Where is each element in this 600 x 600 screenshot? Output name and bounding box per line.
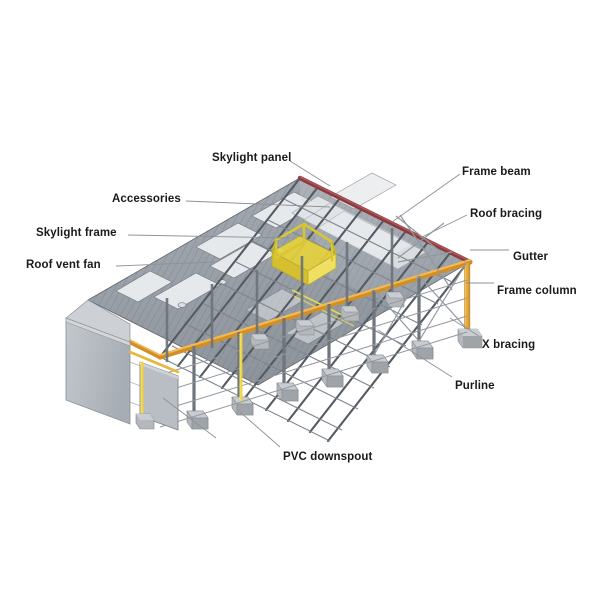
leader-door [162, 397, 217, 439]
skylight-frame-structure [271, 222, 337, 286]
frame-beam-rafter [297, 175, 473, 265]
pvc-downspout [135, 332, 243, 430]
wall-door-panel [139, 361, 179, 431]
leader-x-bracing [449, 317, 480, 337]
gutter-eave-beam-left [127, 339, 163, 360]
left-eave-fascia [65, 299, 131, 343]
label-purline: Purline [455, 380, 495, 392]
leader-purline [377, 329, 453, 378]
back-column-group [165, 228, 405, 362]
leader-frame-beam [391, 173, 461, 223]
label-frame-column: Frame column [497, 285, 577, 297]
wall-girt-group [159, 279, 468, 428]
footing-group [186, 340, 434, 430]
label-pvc-downspout: PVC downspout [283, 451, 373, 463]
label-gutter: Gutter [513, 251, 549, 263]
leader-roof-bracing [419, 214, 468, 239]
leader-accessories [185, 200, 331, 208]
x-bracing-group [373, 214, 468, 356]
callout-leader-group [115, 160, 509, 448]
label-roof-bracing: Roof bracing [470, 208, 543, 220]
label-roof-vent-fan: Roof vent fan [26, 259, 101, 271]
leader-roof-vent-fan [115, 261, 216, 267]
label-frame-beam: Frame beam [462, 166, 531, 178]
label-accessories: Accessories [112, 193, 181, 205]
label-skylight-frame: Skylight frame [36, 227, 117, 239]
frame-column-group [186, 261, 483, 430]
label-skylight-panel: Skylight panel [212, 152, 292, 164]
leader-pvc-downspout [239, 411, 281, 448]
leader-skylight-frame [127, 234, 291, 239]
left-end-trim-beam [128, 350, 180, 374]
label-x-bracing: X bracing [482, 339, 536, 351]
leader-skylight-panel [289, 160, 331, 187]
